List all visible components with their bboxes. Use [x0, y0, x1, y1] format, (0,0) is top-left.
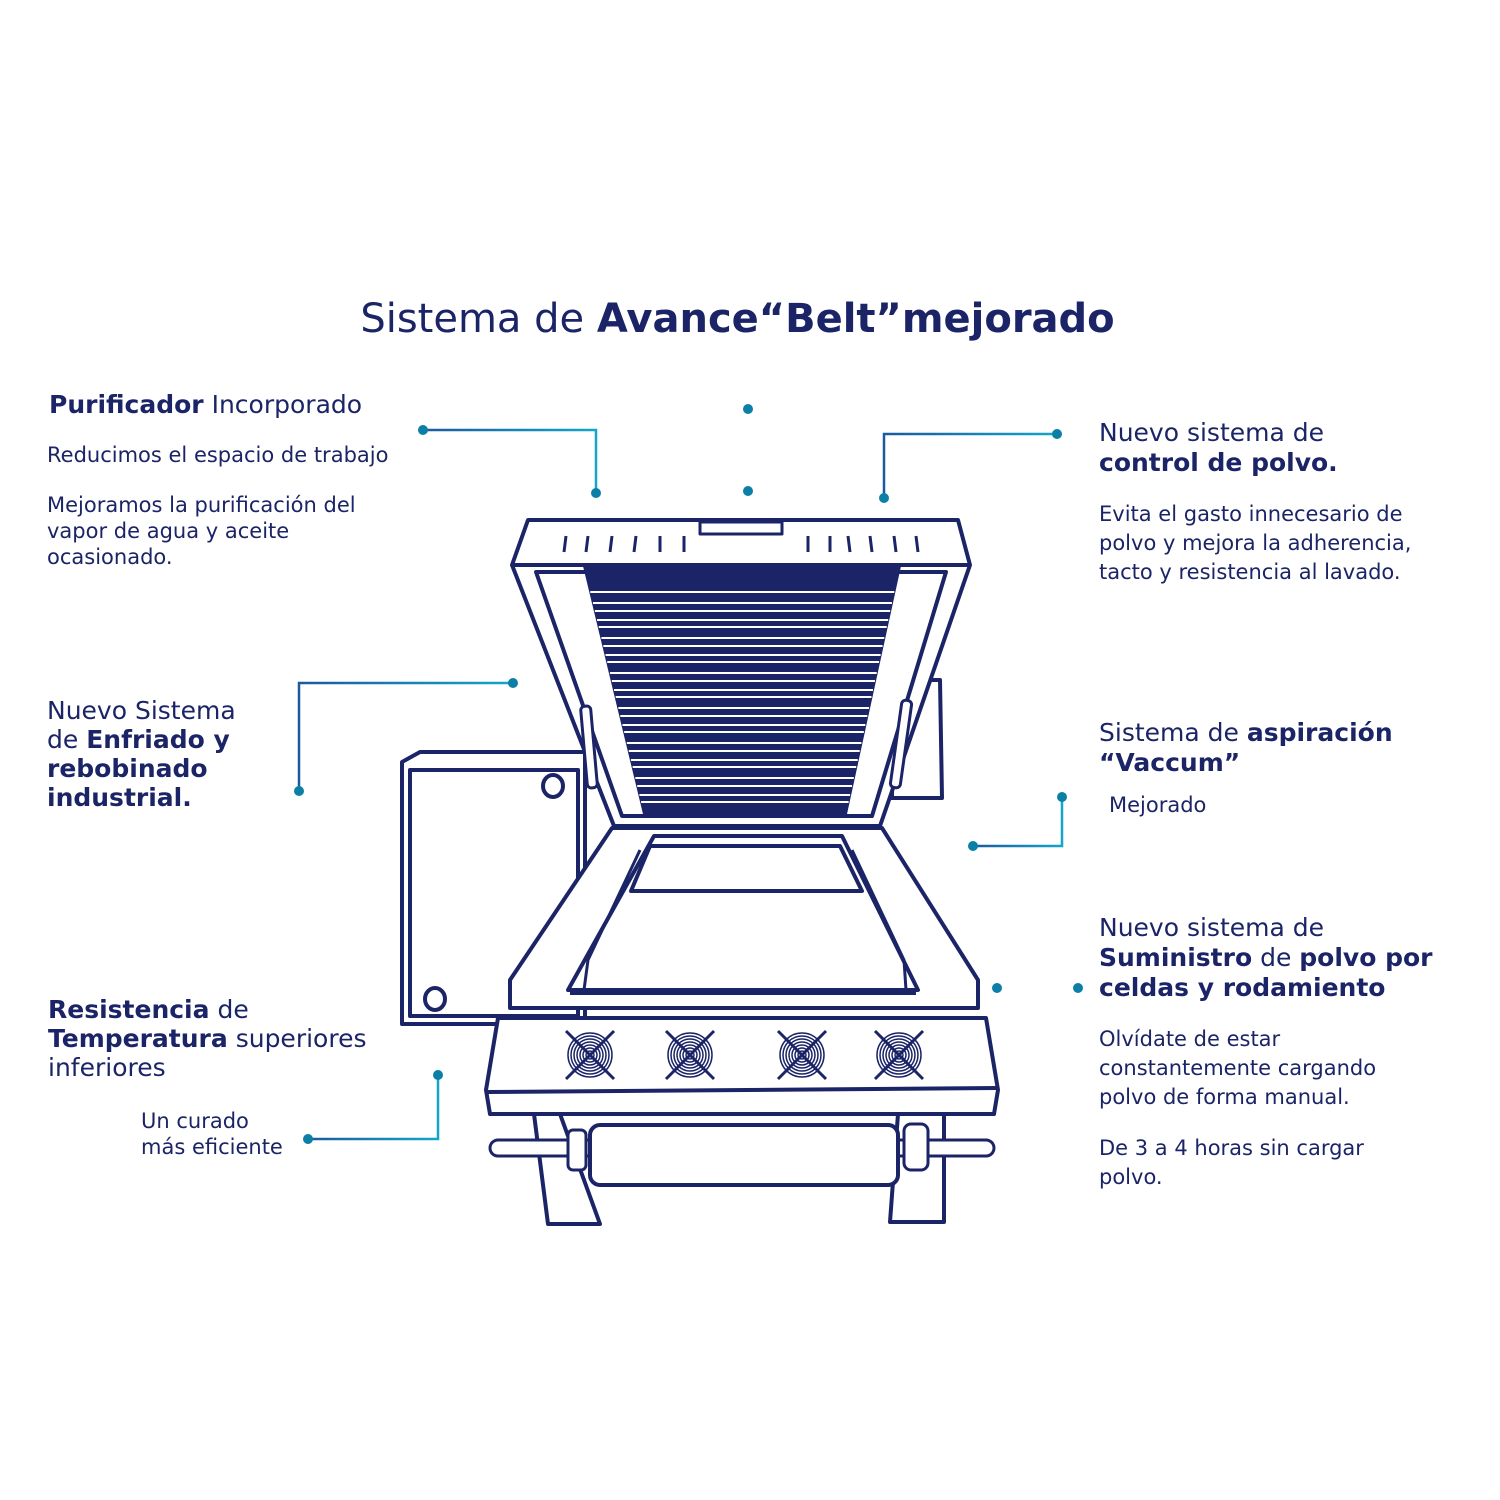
roller — [488, 1122, 996, 1187]
callout-aspiracion: Sistema de aspiración “Vaccum” Mejorado — [1099, 718, 1393, 817]
connector-resistencia — [308, 1075, 440, 1141]
callout-purificador: Purificador Incorporado Reducimos el esp… — [47, 390, 389, 569]
callout-enfriado: Nuevo Sistema de Enfriado y rebobinado i… — [47, 696, 236, 812]
callout-connectors — [297, 409, 1078, 1141]
callout-resistencia: Resistencia de Temperatura superiores in… — [48, 995, 367, 1159]
connector-enfriado — [297, 681, 513, 791]
connector-control-polvo — [882, 432, 1057, 498]
callout-suministro: Nuevo sistema de Suministro de polvo por… — [1099, 913, 1433, 1189]
callout-control-polvo: Nuevo sistema de control de polvo. Evita… — [1099, 418, 1412, 584]
open-lid — [510, 518, 972, 828]
cooling-fans — [564, 1029, 925, 1081]
page-title: Sistema de Avance“Belt”mejorado — [360, 296, 1115, 342]
fan-icon — [873, 1029, 925, 1081]
connector-dots — [294, 404, 1083, 1144]
connector-purificador — [423, 428, 598, 493]
fan-icon — [664, 1029, 716, 1081]
fan-icon — [776, 1029, 828, 1081]
base-bed — [508, 826, 980, 1010]
fan-icon — [564, 1029, 616, 1081]
front-panel — [484, 1016, 1000, 1116]
connector-aspiracion — [973, 797, 1064, 848]
